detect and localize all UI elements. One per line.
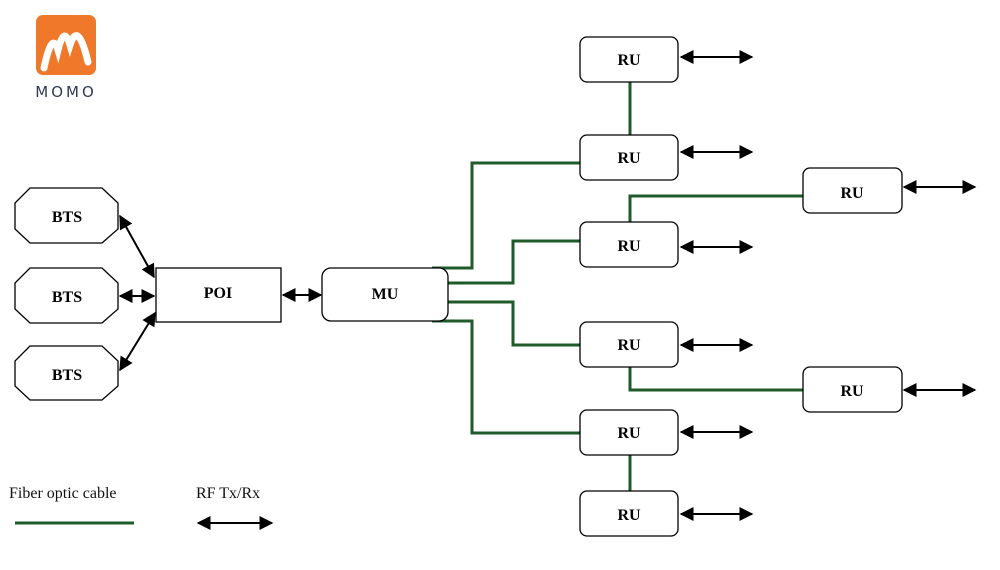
- bts-label: BTS: [52, 209, 82, 226]
- rf-links: [118, 50, 977, 521]
- logo-m-mark: [40, 32, 92, 72]
- bts-node-2: BTS: [14, 267, 119, 324]
- fiber-links: [432, 82, 803, 491]
- bts-node-3: BTS: [14, 345, 119, 401]
- ru-label: RU: [840, 383, 864, 400]
- fiber-mu-ru-5: [448, 300, 580, 347]
- ru-node-3: RU: [579, 221, 679, 268]
- legend-rf-label: RF Tx/Rx: [196, 485, 260, 502]
- fiber-mu-ru-7: [432, 319, 580, 435]
- rf-bts-1-poi: [119, 214, 155, 279]
- ru-node-7: RU: [579, 409, 679, 456]
- ru-node-4: RU: [802, 167, 903, 214]
- fiber-mu-ru-3: [448, 239, 580, 285]
- ru-node-1: RU: [579, 36, 679, 83]
- ru-label: RU: [617, 238, 641, 255]
- fiber-ru-5-ru-6: [628, 367, 803, 392]
- ru-node-8: RU: [579, 490, 679, 537]
- mu-label: MU: [372, 286, 399, 303]
- ru-label: RU: [617, 52, 641, 69]
- rf-bts-3-poi: [119, 311, 156, 372]
- legend: Fiber optic cable RF Tx/Rx: [9, 485, 274, 530]
- ru-node-6: RU: [802, 366, 903, 413]
- ru-label: RU: [617, 507, 641, 524]
- ru-label: RU: [617, 150, 641, 167]
- ru-label: RU: [840, 185, 864, 202]
- ru-node-5: RU: [579, 321, 679, 368]
- mu-node: MU: [321, 267, 449, 322]
- legend-fiber-label: Fiber optic cable: [9, 485, 117, 502]
- ru-node-2: RU: [579, 134, 679, 181]
- bts-label: BTS: [52, 289, 82, 306]
- poi-node: POI: [155, 267, 282, 323]
- bts-node-1: BTS: [14, 187, 119, 244]
- logo-badge: [36, 15, 96, 75]
- fiber-ru-3-ru-4: [628, 194, 803, 222]
- bts-label: BTS: [52, 367, 82, 384]
- momo-logo: MOMO: [35, 15, 97, 101]
- ru-label: RU: [617, 425, 641, 442]
- fiber-mu-ru-2: [432, 161, 580, 270]
- poi-label: POI: [204, 285, 232, 302]
- ru-label: RU: [617, 337, 641, 354]
- logo-text: MOMO: [35, 83, 97, 101]
